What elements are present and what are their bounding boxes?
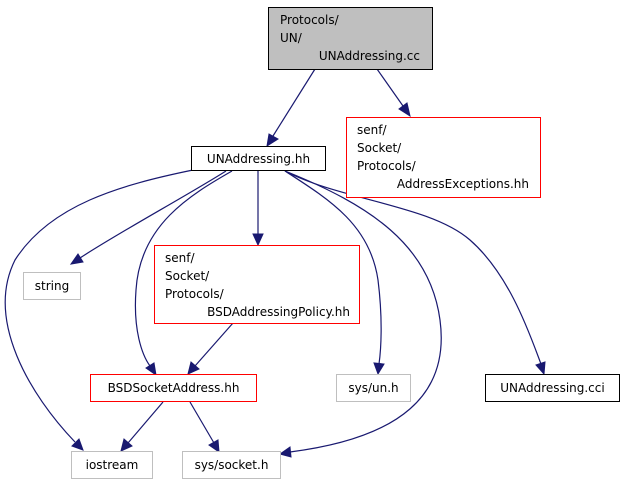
arrowhead (398, 102, 411, 118)
node-label: Protocols/ (165, 287, 225, 301)
node-label: Socket/ (357, 141, 402, 155)
node-label: Protocols/ (280, 13, 340, 27)
arrowhead (266, 133, 279, 148)
node-box (90, 374, 257, 402)
node-label: sys/un.h (348, 381, 398, 395)
edge-unaddressing-hh-to-unaddressing-cci (284, 170, 542, 365)
node-label: UNAddressing.cci (500, 381, 604, 395)
node-label: senf/ (165, 251, 195, 265)
node-sys-socket-h: sys/socket.h (182, 451, 281, 479)
node-string: string (23, 272, 81, 300)
node-box (182, 451, 281, 479)
edge-bsd-socket-address-to-sys-socket (189, 401, 215, 444)
node-unaddressing-hh[interactable]: UNAddressing.hh (191, 146, 326, 171)
node-iostream: iostream (71, 451, 153, 479)
edge-unaddressing-hh-to-sys-socket (284, 170, 442, 453)
nodes: Protocols/ UN/ UNAddressing.cc UNAddress… (23, 7, 620, 479)
arrowhead (69, 253, 84, 265)
node-label: BSDAddressingPolicy.hh (207, 305, 350, 319)
node-label: AddressExceptions.hh (397, 177, 529, 191)
node-box (71, 451, 153, 479)
arrowhead (120, 438, 133, 452)
node-address-exceptions-hh[interactable]: senf/ Socket/ Protocols/ AddressExceptio… (346, 117, 541, 198)
node-box (154, 245, 360, 324)
edge-unaddressing-hh-to-string (79, 170, 227, 259)
node-box (191, 146, 326, 171)
arrowhead (145, 362, 157, 377)
arrowhead (373, 362, 385, 376)
node-label: string (35, 279, 69, 293)
node-label: sys/socket.h (195, 458, 269, 472)
node-label: senf/ (357, 123, 387, 137)
node-box (336, 374, 411, 402)
node-box (346, 117, 541, 198)
node-label: UNAddressing.cc (319, 49, 420, 63)
node-label: UN/ (280, 31, 303, 45)
node-label: BSDSocketAddress.hh (108, 381, 240, 395)
arrowhead (535, 361, 546, 376)
node-label: Socket/ (165, 269, 210, 283)
arrowhead (71, 438, 84, 451)
node-sys-un-h: sys/un.h (336, 374, 411, 402)
edges (4, 68, 546, 458)
edge-root-to-unaddressing-hh (272, 68, 316, 137)
node-root-unaddressing-cc: Protocols/ UN/ UNAddressing.cc (268, 7, 433, 70)
node-box (23, 272, 81, 300)
arrowhead (252, 233, 264, 247)
edge-root-to-address-exceptions (376, 68, 404, 107)
edge-bsd-socket-address-to-iostream (127, 401, 164, 444)
edge-unaddressing-hh-to-iostream (4, 169, 194, 443)
node-bsd-addressing-policy-hh[interactable]: senf/ Socket/ Protocols/ BSDAddressingPo… (154, 245, 360, 324)
edge-unaddressing-hh-to-sys-un (284, 170, 382, 365)
node-label: Protocols/ (357, 159, 417, 173)
node-bsd-socket-address-hh[interactable]: BSDSocketAddress.hh (90, 374, 257, 402)
node-box (268, 7, 433, 70)
arrowhead (278, 446, 292, 458)
node-label: UNAddressing.hh (207, 152, 310, 166)
arrowhead (208, 439, 220, 454)
node-box (485, 374, 620, 402)
arrowhead (187, 361, 200, 375)
node-unaddressing-cci[interactable]: UNAddressing.cci (485, 374, 620, 402)
edge-unaddressing-hh-to-bsd-socket-address (134, 170, 233, 367)
node-label: iostream (86, 458, 139, 472)
edge-bsd-addressing-policy-to-bsd-socket-address (194, 322, 234, 367)
